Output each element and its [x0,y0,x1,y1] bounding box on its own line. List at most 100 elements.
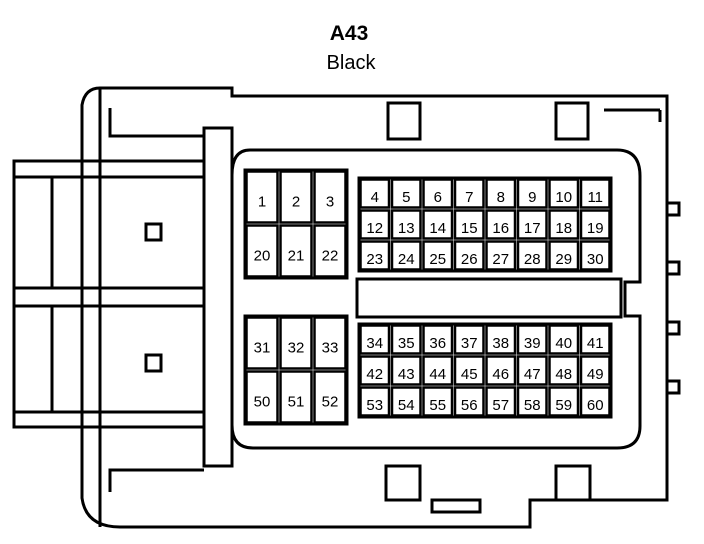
mount-bar-upper [12,159,206,179]
pin-label: 40 [555,335,572,352]
cavity-cell [359,386,391,417]
pin-label: 31 [254,339,271,356]
pin-label: 33 [322,339,339,356]
cavity-cell [359,178,391,209]
mount-hole-lower [144,353,163,373]
pin-label: 20 [254,247,271,264]
cavity-cell [359,355,391,386]
pin-label: 18 [555,220,572,237]
cavity-block-left-lower [243,314,349,426]
cavity-cell [485,240,517,271]
cavity-cell [516,178,548,209]
pin-label: 19 [587,220,604,237]
cavity-cell [279,224,313,278]
mount-bar-lower [12,410,206,429]
cavity-cell [548,324,580,355]
pin-label: 48 [555,366,572,383]
connector-id: A43 [329,22,369,45]
pin-label: 21 [288,247,305,264]
cavity-cell [485,355,517,386]
cavity-cell [390,178,422,209]
pin-label: 22 [322,247,339,264]
pin-label: 37 [461,335,478,352]
cavity-cell [548,240,580,271]
pin-label: 52 [322,393,339,410]
side-tab [665,379,681,395]
pin-label: 11 [587,189,603,206]
cavity-cell [485,324,517,355]
cavity-cell [579,386,611,417]
pin-label: 13 [398,220,415,237]
cavity-cell [279,316,313,370]
cavity-cell [516,240,548,271]
pin-label: 16 [492,220,509,237]
pin-label: 43 [398,366,415,383]
cavity-cell [485,386,517,417]
pin-label: 42 [366,366,383,383]
cavity-cell [422,178,454,209]
cavity-cell [313,170,347,224]
cavity-cell [359,209,391,240]
cavity-cell [390,240,422,271]
cavity-cell [453,386,485,417]
pin-label: 34 [366,335,383,352]
cavity-block-right-lower [357,322,613,419]
cavity-cell [548,178,580,209]
cavity-cell [453,240,485,271]
pin-label: 36 [429,335,446,352]
pin-label: 24 [398,251,415,268]
pin-label: 29 [555,251,572,268]
pin-label: 59 [555,397,572,414]
bottom-latch-tab [384,464,422,502]
pin-label: 35 [398,335,415,352]
cavity-cell [279,370,313,424]
pin-label: 8 [497,189,505,206]
cavity-block-left-upper [243,168,349,280]
cavity-cell [485,209,517,240]
mount-bar-middle [12,286,206,308]
pin-label: 56 [461,397,478,414]
cavity-cell [359,324,391,355]
cavity-cell [579,355,611,386]
bottom-latch-tab [554,464,592,502]
pin-label: 27 [492,251,509,268]
cavity-cell [390,324,422,355]
cavity-block-right-upper [357,176,613,273]
pin-label: 3 [326,193,334,210]
pin-label: 10 [555,189,572,206]
pin-label: 45 [461,366,478,383]
pin-label: 6 [434,189,442,206]
cavity-cell [359,240,391,271]
pin-label: 30 [587,251,604,268]
cavity-cell [245,370,279,424]
cavity-cell [422,355,454,386]
pin-label: 54 [398,397,415,414]
pin-label: 46 [492,366,509,383]
pin-label: 58 [524,397,541,414]
pin-label: 23 [366,251,383,268]
cavity-cell [579,324,611,355]
cavity-cell [390,355,422,386]
housing-inner-bottom [108,468,204,492]
pin-label: 47 [524,366,541,383]
cavity-cell [422,324,454,355]
cavity-cell [245,170,279,224]
cavity-cell [422,209,454,240]
cavity-cell [453,355,485,386]
pin-label: 53 [366,397,383,414]
pin-label: 39 [524,335,541,352]
cavity-cell [579,240,611,271]
cavity-cell [313,370,347,424]
cavity-cell [313,316,347,370]
center-divider [355,277,623,319]
cavity-cell [579,209,611,240]
cavity-cell [453,324,485,355]
pin-label: 32 [288,339,305,356]
pin-label: 15 [461,220,478,237]
pin-label: 5 [402,189,410,206]
top-latch-tab [386,101,422,141]
cavity-cell [516,386,548,417]
pin-label: 50 [254,393,271,410]
top-latch-tab [554,101,590,141]
pin-label: 41 [587,335,604,352]
